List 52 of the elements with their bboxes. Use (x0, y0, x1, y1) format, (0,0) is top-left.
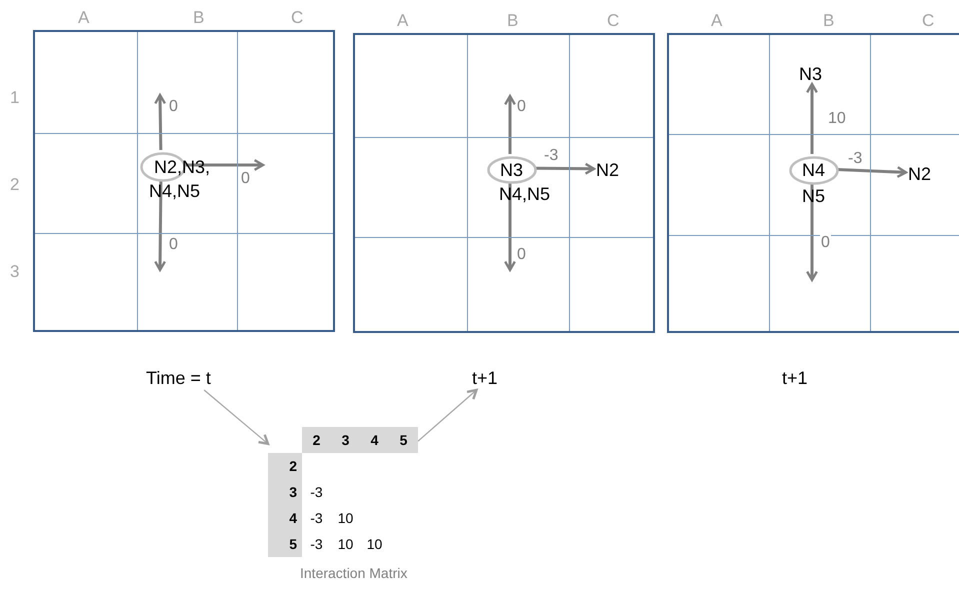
column-label: B (823, 11, 834, 31)
agent-label: N4,N5 (499, 184, 550, 204)
arrow (204, 390, 270, 445)
arrow (534, 162, 596, 175)
header-cell: 4 (268, 505, 302, 531)
column-label: A (711, 11, 722, 31)
arrow (806, 183, 818, 282)
header-cell: 5 (389, 427, 418, 453)
header-cell: 4 (360, 427, 389, 453)
column-label: B (193, 8, 204, 28)
header-cell: 3 (268, 479, 302, 505)
value-cell: -3 (302, 479, 331, 505)
agent-label: N4,N5 (149, 181, 200, 201)
column-label: A (78, 8, 90, 28)
agent-label: N4 (802, 160, 826, 180)
header-cell: 5 (268, 531, 302, 557)
agent-label: N2 (908, 164, 932, 184)
time-label: t+1 (782, 368, 808, 388)
time-label: Time = t (146, 368, 211, 388)
grid-panel (33, 30, 335, 332)
column-label: A (397, 11, 408, 31)
matrix-label: Interaction Matrix (300, 565, 408, 581)
time-label: t+1 (472, 368, 498, 388)
agent-label: N2 (596, 160, 620, 180)
arrow (836, 166, 908, 178)
arrow (504, 94, 516, 154)
agent-label: N3 (500, 160, 524, 180)
arrow (806, 82, 818, 154)
value-cell-text: 10 (336, 535, 354, 554)
header-cell: 3 (331, 427, 360, 453)
row-label: 3 (10, 262, 20, 282)
header-cell: 2 (302, 427, 331, 453)
column-label: C (607, 11, 620, 31)
column-label: C (922, 11, 934, 31)
arrow (154, 94, 166, 150)
header-cell: 2 (268, 453, 302, 479)
column-label: B (507, 11, 518, 31)
value-cell: -3 (302, 531, 331, 557)
row-label: 1 (10, 88, 20, 108)
row-label: 2 (10, 175, 20, 195)
agent-label: N3 (799, 64, 822, 84)
value-cell-text: 10 (336, 509, 354, 528)
arrow (154, 180, 166, 272)
arrow (418, 388, 478, 442)
agent-label: N5 (802, 186, 826, 206)
grid-panel (353, 33, 655, 333)
value-cell-text: 10 (366, 535, 384, 554)
value-cell: -3 (302, 505, 331, 531)
agent-label: N2,N3, (154, 157, 210, 177)
column-label: C (291, 8, 304, 28)
arrow (504, 182, 516, 272)
arrow (184, 159, 264, 171)
